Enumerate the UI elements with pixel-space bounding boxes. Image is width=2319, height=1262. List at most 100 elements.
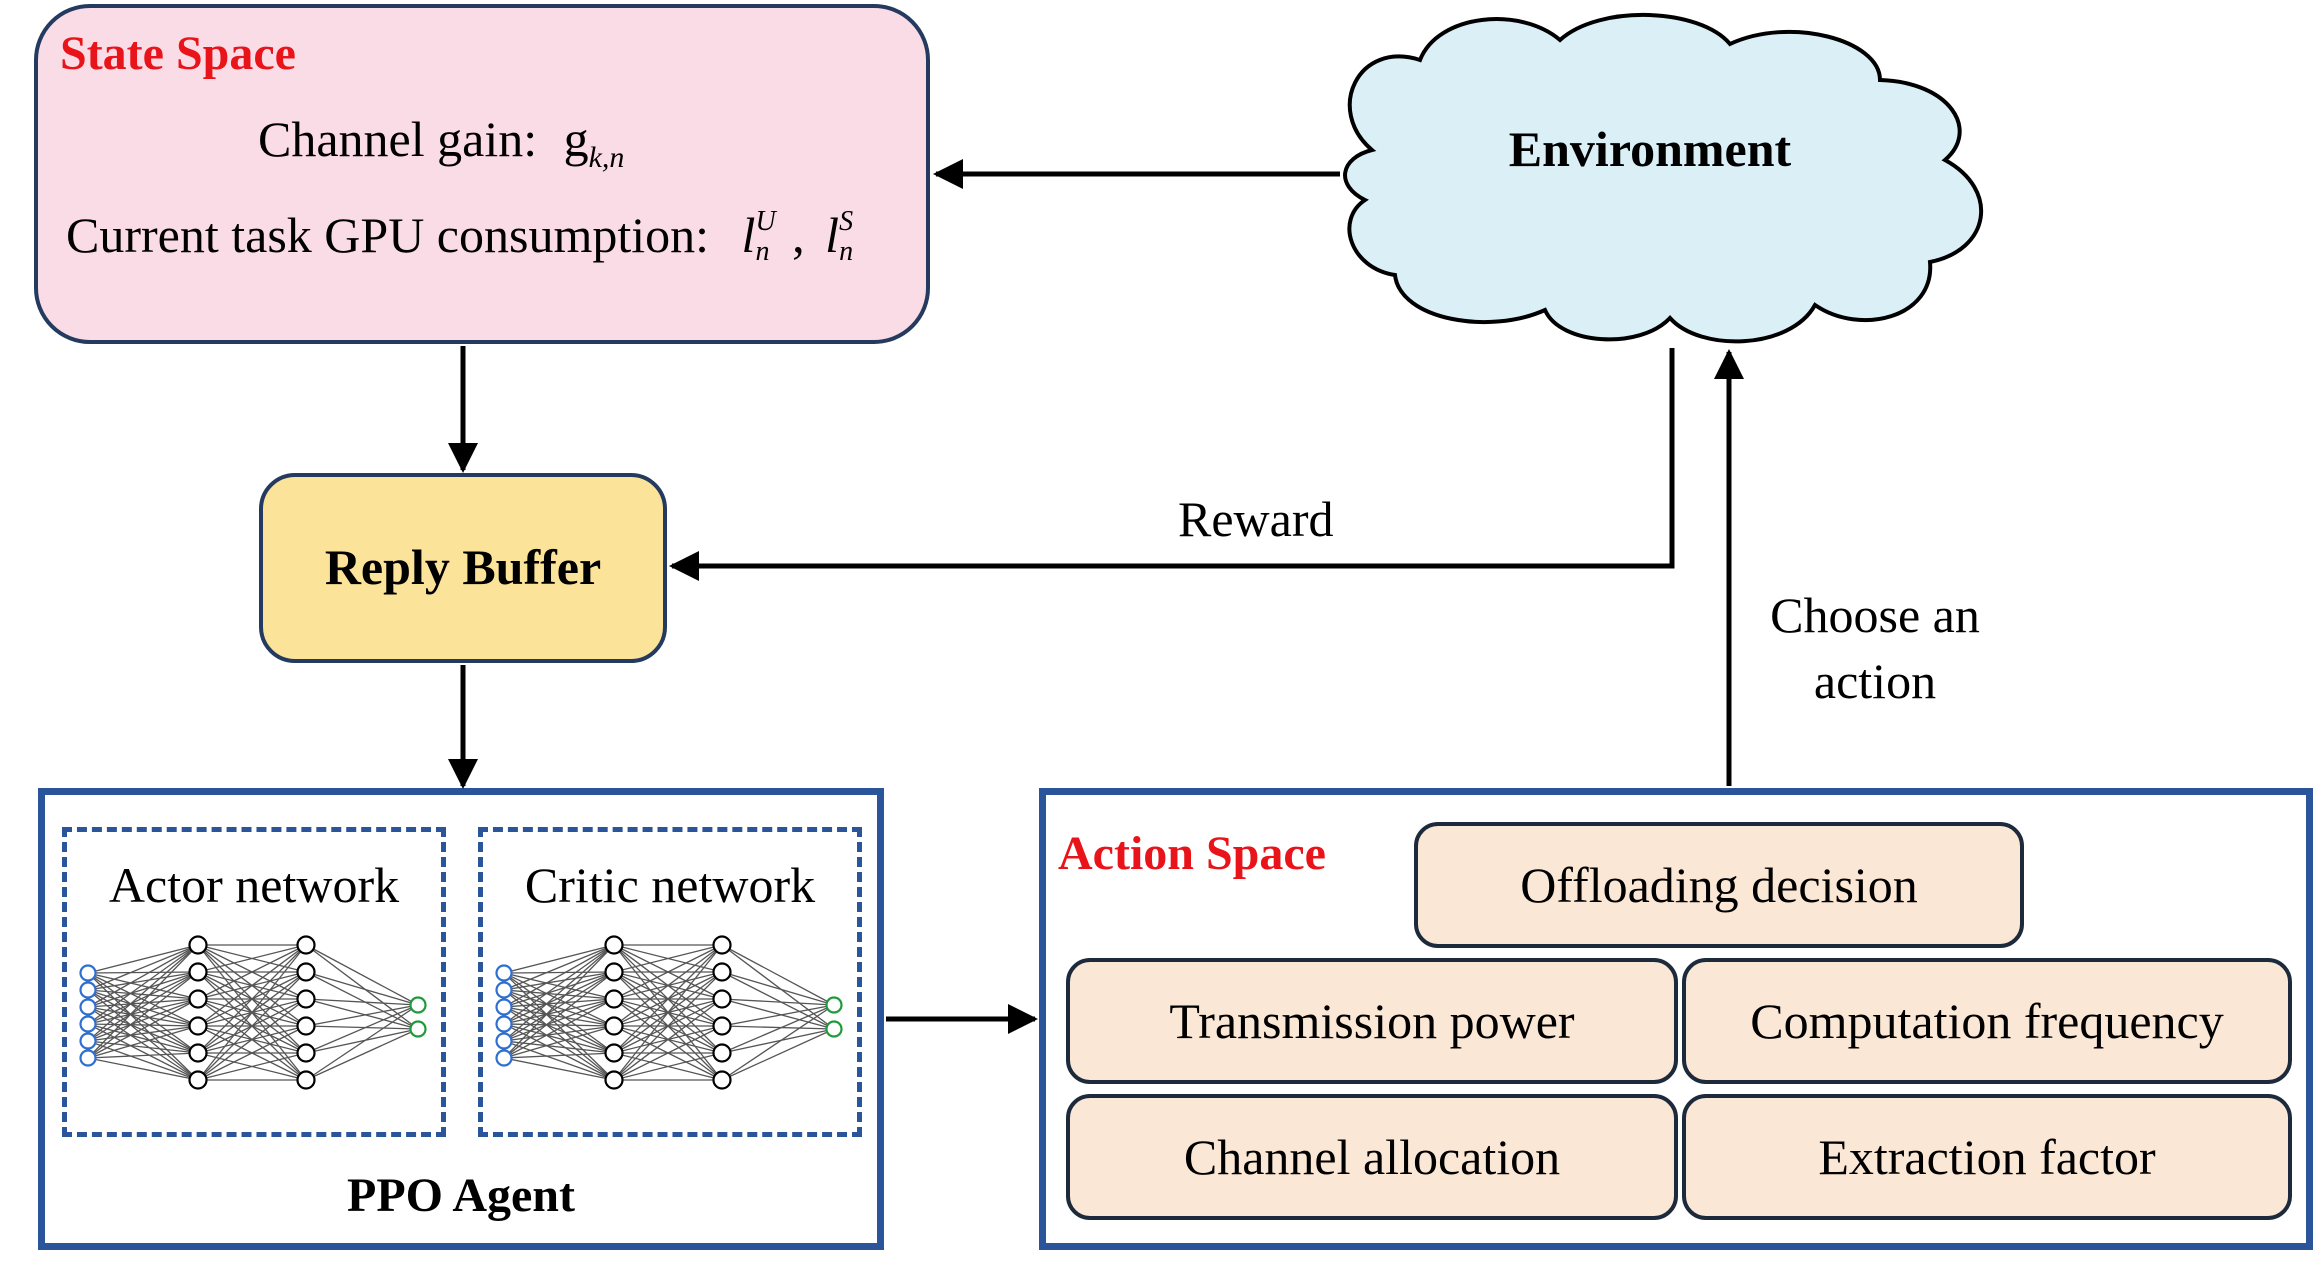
network-connection [503, 972, 615, 1000]
network-connection [197, 944, 307, 973]
network-neuron [409, 996, 427, 1014]
network-connection [503, 971, 615, 1008]
network-connection [503, 972, 615, 1081]
network-connection [503, 989, 615, 1081]
network-neuron [495, 1015, 513, 1033]
network-connection [721, 944, 835, 1030]
network-connection [503, 998, 615, 1008]
transmission-power-item: Transmission power [1066, 958, 1678, 1084]
network-neuron [495, 1032, 513, 1050]
network-connection [503, 1025, 615, 1059]
choose-action-line-2: action [1813, 653, 1937, 709]
network-neuron [712, 1016, 732, 1036]
network-neuron [296, 1016, 316, 1036]
network-connection [503, 998, 615, 1025]
network-connection [503, 989, 615, 1000]
channel-gain-symbol: g [563, 111, 589, 167]
network-connection [613, 944, 723, 1027]
network-connection [87, 972, 199, 1054]
network-connection [503, 971, 615, 991]
network-connection [87, 972, 199, 1081]
network-connection [87, 972, 199, 1000]
network-neuron [79, 998, 97, 1016]
network-connection [87, 944, 199, 991]
ppo-agent-label: PPO Agent [347, 1169, 575, 1222]
network-connection [503, 971, 615, 1059]
network-neuron [79, 1015, 97, 1033]
network-connection [503, 944, 615, 991]
network-connection [503, 1023, 615, 1081]
network-connection [721, 998, 835, 1030]
network-connection [721, 971, 835, 1030]
network-connection [87, 989, 199, 1000]
network-neuron [188, 962, 208, 982]
network-neuron [79, 1049, 97, 1067]
network-connection [503, 1006, 615, 1081]
reward-label: Reward [1178, 491, 1334, 547]
network-connection [503, 971, 615, 1025]
network-connection [87, 971, 199, 1008]
network-neuron [79, 964, 97, 982]
network-connection [503, 1057, 615, 1081]
network-connection [87, 944, 199, 1059]
network-connection [197, 944, 307, 1081]
network-neuron [604, 935, 624, 955]
network-connection [87, 1057, 199, 1081]
network-neuron [712, 1070, 732, 1090]
network-connection [613, 1025, 723, 1081]
network-connection [503, 1052, 615, 1059]
network-connection [721, 1028, 835, 1054]
network-connection [87, 971, 199, 1059]
actor-network-label: Actor network [108, 857, 400, 913]
gpu-consumption-label: Current task GPU consumption: [66, 207, 710, 263]
network-connection [503, 971, 615, 1042]
network-neuron [188, 989, 208, 1009]
network-connection [721, 1004, 835, 1081]
network-connection [503, 944, 615, 974]
network-neuron [604, 1070, 624, 1090]
computation-frequency-item: Computation frequency [1682, 958, 2292, 1084]
network-connection [87, 971, 199, 1025]
network-connection [503, 944, 615, 1025]
channel-gain-subscript: k,n [588, 141, 625, 174]
network-connection [613, 1052, 723, 1081]
network-connection [87, 998, 199, 1042]
network-connection [197, 1025, 307, 1081]
network-connection [503, 998, 615, 1059]
critic-neural-network [495, 935, 843, 1090]
network-neuron [296, 962, 316, 982]
network-neuron [495, 964, 513, 982]
environment-cloud [1343, 12, 1984, 344]
network-neuron [188, 1016, 208, 1036]
network-connection [503, 998, 615, 1042]
network-connection [613, 944, 723, 1054]
network-connection [305, 944, 419, 1030]
choose-action-label: Choose an action [1740, 582, 2010, 714]
network-connection [197, 1052, 307, 1081]
network-connection [87, 944, 199, 1025]
network-neuron [712, 1043, 732, 1063]
network-neuron [296, 1043, 316, 1063]
network-connection [87, 998, 199, 1059]
network-connection [721, 971, 835, 1006]
network-connection [503, 972, 615, 1054]
network-neuron [79, 981, 97, 999]
network-neuron [604, 989, 624, 1009]
network-connection [197, 971, 307, 1081]
extraction-factor-item: Extraction factor [1682, 1094, 2292, 1220]
network-connection [87, 1023, 199, 1081]
network-connection [721, 1028, 835, 1081]
network-connection [197, 944, 307, 1054]
network-neuron [188, 935, 208, 955]
network-connection [503, 944, 615, 1059]
network-connection [87, 1025, 199, 1059]
network-connection [197, 944, 307, 1000]
network-connection [613, 998, 723, 1081]
gpu-symbol-server: l [825, 207, 840, 263]
network-connection [305, 944, 419, 1006]
critic-network-frame [478, 827, 862, 1137]
